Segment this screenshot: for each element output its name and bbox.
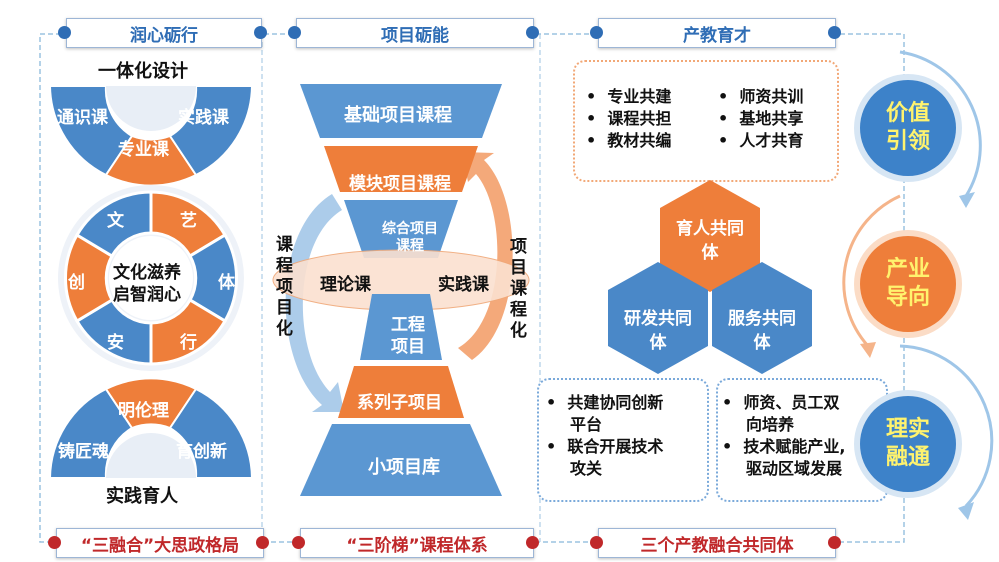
tab-run-xin: 润心砺行: [66, 18, 262, 48]
hex-right-label: 服务共同体: [728, 309, 796, 353]
bottom-tab-san-rong-he: “三融合”大思政格局: [56, 528, 264, 558]
tab-dot: [590, 536, 603, 549]
hex-top: [660, 180, 760, 292]
tab-dot: [526, 536, 539, 549]
top-list-left: • 专业共建 • 课程共担 • 教材共编: [586, 87, 672, 150]
tab-chan-jiao: 产教育才: [598, 18, 836, 48]
bottom-fan-jiang-hun: 铸匠魂: [58, 442, 109, 462]
level-6-label: 小项目库: [368, 457, 440, 478]
level-2-label: 模块项目课程: [349, 174, 451, 194]
fan-mid-segment: [104, 134, 198, 187]
ring-label-an: 安: [107, 333, 124, 353]
tab-dot: [292, 536, 305, 549]
fan-top-hub: [106, 86, 196, 131]
top-fan-shi-jian: 实践课: [178, 108, 229, 128]
top-fan-zhuan-ye: 专业课: [118, 140, 169, 160]
bottom-right-list: • 师资、员工双 向培养 • 技术赋能产业, 驱动区域发展: [722, 393, 846, 478]
level-3-label: 综合项目课程: [382, 221, 438, 254]
side-left-vertical: 课程项目化: [276, 235, 293, 339]
fan-bottom-right: [168, 387, 254, 479]
tab-xiang-mu: 项目砺能: [296, 18, 534, 48]
circle-industry-guide: 产业导向: [860, 236, 956, 332]
level-1-shape: [300, 84, 502, 138]
bottom-left-box: [537, 378, 709, 502]
level-1-label: 基础项目课程: [344, 105, 452, 126]
ring-label-ti: 体: [218, 273, 235, 293]
right-arcs: [842, 50, 994, 520]
arc-3: [899, 344, 994, 508]
tab-dot: [58, 26, 71, 39]
level-5-shape: [338, 366, 464, 418]
left-curved-arrow: [285, 194, 344, 412]
level-3-shape: [344, 200, 458, 258]
hex-top-label: 育人共同体: [676, 219, 744, 263]
fan-bottom-mid: [104, 377, 198, 430]
left-diagram: [48, 85, 254, 479]
oval-right-label: 实践课: [438, 275, 489, 295]
ring-center-line1: 文化滋养: [113, 263, 181, 283]
level-2-shape: [324, 146, 478, 192]
fan-bottom-hub: [106, 433, 196, 478]
level-6-shape: [300, 424, 502, 496]
right-curved-arrow: [458, 152, 513, 360]
bottom-tab-san-jie-ti: “三阶梯”课程体系: [300, 528, 534, 558]
bottom-fan-chuang-xin: 育创新: [176, 442, 227, 462]
tab-dot: [48, 536, 61, 549]
top-list-right: • 师资共训 • 基地共享 • 人才共育: [718, 87, 804, 150]
tab-dot: [256, 536, 269, 549]
arc-2: [842, 194, 901, 347]
ring-center-line2: 启智润心: [113, 285, 181, 305]
level-5-label: 系列子项目: [357, 393, 442, 413]
oval-left-label: 理论课: [320, 275, 371, 295]
left-footer: 实践育人: [106, 486, 178, 507]
arc-2-arrow: [860, 342, 876, 358]
level-4-shape: [360, 294, 442, 360]
bottom-fan-lun-li: 明伦理: [118, 401, 169, 421]
top-fan-tong-shi: 通识课: [57, 108, 108, 128]
tab-dot: [288, 26, 301, 39]
tab-dot: [828, 536, 841, 549]
hex-left: [608, 262, 708, 374]
left-title: 一体化设计: [98, 61, 188, 82]
bottom-tab-san-ge-chan-jiao: 三个产教融合共同体: [598, 528, 836, 558]
top-list-box: [573, 60, 839, 182]
ring-seg-wen: [74, 190, 153, 259]
arc-1-arrow: [959, 192, 975, 208]
ring-label-yi: 艺: [180, 211, 197, 231]
ring-label-xing: 行: [180, 333, 197, 353]
bottom-left-list: • 共建协同创新 平台 • 联合开展技术 攻关: [546, 393, 664, 478]
arc-3-arrow: [958, 502, 974, 520]
circle-value-lead: 价值引领: [860, 80, 956, 176]
arc-1: [899, 50, 982, 197]
ring-label-wen: 文: [107, 211, 124, 231]
circle-theory-practice: 理实融通: [860, 396, 956, 492]
ring-center: [109, 236, 193, 320]
tab-dot: [828, 26, 841, 39]
tab-dot: [254, 26, 267, 39]
tab-dot: [590, 26, 603, 39]
ring-label-chuang: 创: [68, 273, 85, 293]
hexagons: [608, 180, 812, 374]
middle-diagram: [272, 84, 530, 496]
side-right-vertical: 项目课程化: [510, 237, 527, 341]
hex-right: [712, 262, 812, 374]
fan-right-segment: [168, 85, 254, 177]
level-4-label: 工程项目: [391, 315, 425, 357]
hex-left-label: 研发共同体: [624, 309, 692, 353]
tab-dot: [526, 26, 539, 39]
bottom-right-box: [716, 378, 888, 502]
